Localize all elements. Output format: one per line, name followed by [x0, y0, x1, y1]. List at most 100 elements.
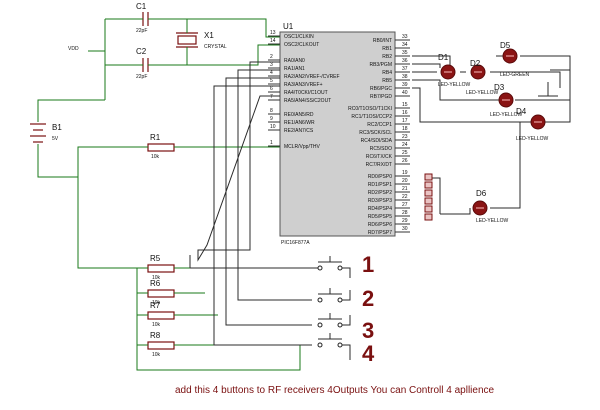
- mcu-pin-number: 33: [402, 34, 408, 40]
- mcu-pin-number: 21: [402, 186, 408, 192]
- mcu-pin-number: 17: [402, 118, 408, 124]
- r6-value: 10k: [152, 300, 161, 306]
- mcu-pin-number: 38: [402, 74, 408, 80]
- mcu-pin-name: RD0/PSP0: [368, 174, 392, 180]
- d4-value: LED-YELLOW: [516, 136, 549, 142]
- mcu-right-pins: 33RB0/INT34RB135RB236RB3/PGM37RB438RB539…: [348, 34, 410, 236]
- mcu-pin-number: 4: [270, 70, 273, 76]
- d3-ref: D3: [494, 83, 505, 92]
- button-number-1: 1: [362, 252, 374, 277]
- led-d3: D3 LED-YELLOW: [490, 83, 523, 118]
- vdd-label: VDD: [68, 46, 79, 52]
- mcu-pin-name: RA2/AN2/VREF-/CVREF: [284, 74, 340, 80]
- mcu-pin-number: 7: [270, 94, 273, 100]
- r8-value: 10k: [152, 352, 161, 358]
- mcu-pin-number: 19: [402, 170, 408, 176]
- d4-ref: D4: [516, 107, 527, 116]
- mcu-pin-number: 39: [402, 82, 408, 88]
- mcu-pin-name: RD6/PSP6: [368, 222, 392, 228]
- b1-ref: B1: [52, 123, 62, 132]
- mcu-pin-name: RD7/PSP7: [368, 230, 392, 236]
- mcu-pin-name: RA4/T0CKI/C1OUT: [284, 90, 328, 96]
- d2-value: LED-YELLOW: [466, 90, 499, 96]
- mcu-pin-number: 37: [402, 66, 408, 72]
- d6-ref: D6: [476, 189, 487, 198]
- c1-ref: C1: [136, 2, 147, 11]
- mcu-pin-name: RB7/PGD: [370, 94, 392, 100]
- battery-b1: B1 5V: [30, 99, 105, 178]
- c1-value: 22pF: [136, 28, 147, 34]
- mcu-pin-number: 20: [402, 178, 408, 184]
- d3-value: LED-YELLOW: [490, 112, 523, 118]
- mcu-pin-name: OSC2/CLKOUT: [284, 42, 319, 48]
- mcu-pin-name: OSC1/CLKIN: [284, 34, 314, 40]
- b1-value: 5V: [52, 136, 59, 142]
- crystal-x1: X1 CRYSTAL: [176, 31, 227, 50]
- mcu-pin-name: RD1/PSP1: [368, 182, 392, 188]
- mcu-pin-name: RA0/AN0: [284, 58, 305, 64]
- r5-value: 10k: [152, 275, 161, 281]
- capacitor-c1: C1 22pF: [136, 2, 149, 34]
- push-button-3[interactable]: [317, 313, 351, 328]
- mcu-pin-name: RB5: [382, 78, 392, 84]
- x1-value: CRYSTAL: [204, 44, 227, 50]
- mcu-pin-number: 1: [270, 140, 273, 146]
- mcu-pin-number: 25: [402, 150, 408, 156]
- r1-ref: R1: [150, 133, 161, 142]
- mcu-pin-name: RB3/PGM: [369, 62, 392, 68]
- mcu-pin-name: RC1/T1OSI/CCP2: [351, 114, 392, 120]
- mcu-pin-name: RC2/CCP1: [367, 122, 392, 128]
- r5-ref: R5: [150, 254, 161, 263]
- mcu-pin-name: RC0/T1OSO/T1CKI: [348, 106, 392, 112]
- mcu-pin-name: RA1/AN1: [284, 66, 305, 72]
- mcu-pin-number: 16: [402, 110, 408, 116]
- mcu-pin-name: RC7/RX/DT: [366, 162, 392, 168]
- mcu-pin-number: 24: [402, 142, 408, 148]
- push-button-4[interactable]: [317, 333, 351, 360]
- button-number-3: 3: [362, 318, 374, 343]
- mcu-pin-number: 30: [402, 226, 408, 232]
- d5-value: LED-GREEN: [500, 72, 530, 78]
- mcu-pin-name: RA5/AN4/SS/C2OUT: [284, 98, 331, 104]
- mcu-pin-name: RD5/PSP5: [368, 214, 392, 220]
- mcu-pin-number: 29: [402, 218, 408, 224]
- c2-ref: C2: [136, 47, 147, 56]
- mcu-pin-name: RC5/SDO: [370, 146, 392, 152]
- mcu-pin-number: 22: [402, 194, 408, 200]
- resistor-r8: R8 10k: [147, 331, 175, 358]
- portd-test-box: [424, 173, 433, 181]
- mcu-pin-number: 14: [270, 38, 276, 44]
- mcu-pin-name: RC6/TX/CK: [366, 154, 393, 160]
- d5-ref: D5: [500, 41, 511, 50]
- mcu-pin-name: RB4: [382, 70, 392, 76]
- mcu-pin-number: 26: [402, 158, 408, 164]
- mcu-pin-number: 5: [270, 78, 273, 84]
- mcu-pin-number: 35: [402, 50, 408, 56]
- ground-symbol: [538, 82, 558, 97]
- portd-test-box: [424, 205, 433, 213]
- mcu-pin-name: RD2/PSP2: [368, 190, 392, 196]
- mcu-pin-number: 28: [402, 210, 408, 216]
- portd-test-box: [424, 181, 433, 189]
- mcu-part: PIC16F877A: [281, 240, 310, 246]
- mcu-pin-number: 13: [270, 30, 276, 36]
- push-button-2[interactable]: [317, 288, 351, 303]
- resistor-r7: R7 10k: [147, 301, 175, 328]
- led-d5: D5 LED-GREEN: [500, 41, 530, 78]
- r1-value: 10k: [151, 154, 160, 160]
- push-button-1[interactable]: [312, 256, 351, 278]
- mcu-pin-name: RB2: [382, 54, 392, 60]
- mcu-pin-number: 6: [270, 86, 273, 92]
- portd-test-box: [424, 197, 433, 205]
- led-d1: D1 LED-YELLOW: [438, 53, 471, 88]
- caption: add this 4 buttons to RF receivers 4Outp…: [175, 385, 495, 396]
- led-d2: D2 LED-YELLOW: [466, 59, 499, 96]
- led-d6: D6 LED-YELLOW: [472, 189, 509, 224]
- mcu-pin-number: 9: [270, 116, 273, 122]
- mcu-pin-name: RB6/PGC: [370, 86, 392, 92]
- mcu-pin-name: RB1: [382, 46, 392, 52]
- mcu-left-pins: 13OSC1/CLKIN14OSC2/CLKOUT2RA0/AN03RA1/AN…: [268, 30, 340, 150]
- mcu-pin-number: 3: [270, 62, 273, 68]
